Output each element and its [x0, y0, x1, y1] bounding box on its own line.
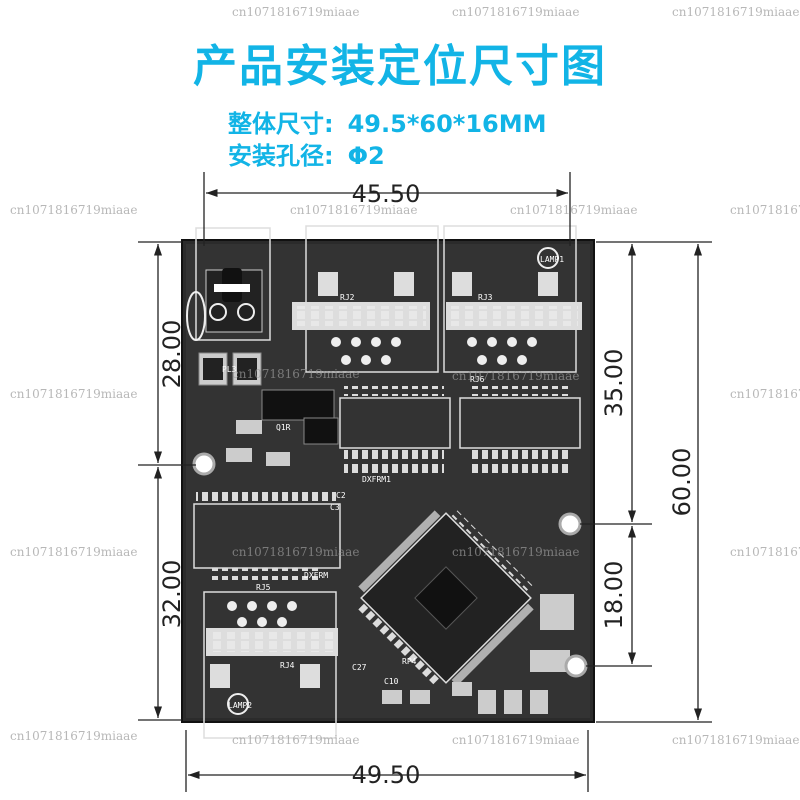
silk-q1r: Q1R: [276, 423, 291, 432]
watermarks: cn1071816719miaae cn1071816719miaae cn10…: [10, 5, 800, 747]
dim-right-upper: 35.00: [600, 349, 628, 418]
dim-bottom-width: 49.50: [352, 761, 421, 789]
transformer-dxfrm: DXFRM: [193, 490, 341, 580]
dim-left-lower: 32.00: [158, 560, 186, 629]
dim-left-upper: 28.00: [158, 320, 186, 389]
watermark: cn1071816719miaae: [452, 5, 579, 19]
hole-diameter-value: Φ2: [347, 142, 385, 170]
watermark: cn1071816719miaae: [232, 733, 359, 747]
dim-top-width: 45.50: [352, 180, 421, 208]
watermark: cn1071816719miaae: [672, 733, 799, 747]
lamp1-ring: [537, 247, 559, 269]
pcb-board: RJ2 RJ3 LAMP1 DXFRM1 RJ6: [181, 225, 595, 739]
mounting-hole-left: [192, 452, 216, 476]
silk-c27: C27: [352, 663, 367, 672]
silk-c3: C3: [330, 503, 340, 512]
transformer-right: RJ6: [459, 375, 581, 474]
lamp2-ring: [227, 693, 249, 715]
rj45-jack-rj4: RJ5 RJ4 LAMP2: [203, 583, 338, 739]
silk-lamp2: LAMP2: [228, 701, 252, 710]
overall-size-value: 49.5*60*16MM: [347, 110, 547, 138]
silk-pl3: PL3: [222, 365, 237, 374]
watermark: cn1071816719miaae: [452, 545, 579, 559]
watermark: cn1071816719miaae: [10, 203, 137, 217]
mounting-hole-right-upper: [558, 512, 582, 536]
silk-rj5: RJ5: [256, 583, 271, 592]
watermark: cn1071816719miaae: [730, 387, 800, 401]
rj45-jack-rj3: RJ3 LAMP1: [443, 225, 582, 373]
watermark: cn1071816719miaae: [510, 203, 637, 217]
watermark: cn1071816719miaae: [730, 203, 800, 217]
page-title: 产品安装定位尺寸图: [193, 41, 607, 92]
bottom-components: C27 C10 RP4: [352, 594, 574, 714]
main-ic: [358, 510, 534, 686]
silk-rj3: RJ3: [478, 293, 493, 302]
watermark: cn1071816719miaae: [290, 203, 417, 217]
silk-rj6: RJ6: [470, 375, 485, 384]
power-jack: [186, 227, 271, 386]
watermark: cn1071816719miaae: [232, 367, 359, 381]
silk-rj2: RJ2: [340, 293, 355, 302]
watermark: cn1071816719miaae: [232, 545, 359, 559]
watermark: cn1071816719miaae: [232, 5, 359, 19]
silk-c10: C10: [384, 677, 399, 686]
power-components: PL3 Q1R C3 C2: [222, 365, 346, 512]
watermark: cn1071816719miaae: [672, 5, 799, 19]
watermark: cn1071816719miaae: [452, 369, 579, 383]
silk-rj4: RJ4: [280, 661, 295, 670]
rj45-jack-rj2: RJ2: [292, 225, 439, 373]
transformer-dxfrm1: DXFRM1: [339, 386, 451, 484]
silk-rp4: RP4: [402, 657, 417, 666]
watermark: cn1071816719miaae: [730, 545, 800, 559]
mounting-hole-right-lower: [564, 654, 588, 678]
overall-size-label: 整体尺寸:: [228, 110, 334, 138]
silk-lamp1: LAMP1: [540, 255, 564, 264]
overall-size-line: 整体尺寸: 49.5*60*16MM: [228, 104, 547, 139]
dim-right-total: 60.00: [668, 448, 696, 517]
silk-dxfrm: DXFRM: [304, 571, 328, 580]
silk-c2: C2: [336, 491, 346, 500]
silk-dxfrm1: DXFRM1: [362, 475, 391, 484]
hole-diameter-line: 安装孔径: Φ2: [228, 136, 385, 171]
dimension-lines: [138, 172, 712, 792]
watermark: cn1071816719miaae: [10, 545, 137, 559]
hole-diameter-label: 安装孔径:: [228, 142, 334, 170]
watermark: cn1071816719miaae: [10, 729, 137, 743]
watermark: cn1071816719miaae: [452, 733, 579, 747]
watermark: cn1071816719miaae: [10, 387, 137, 401]
dim-right-lower: 18.00: [600, 561, 628, 630]
